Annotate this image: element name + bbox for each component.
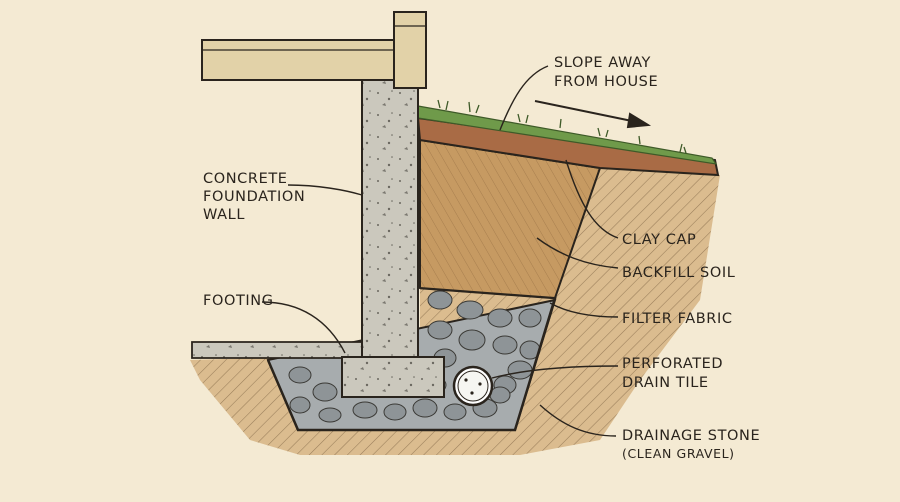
foundation-wall (361, 79, 419, 359)
footing (341, 356, 445, 398)
floor-joist (201, 39, 419, 81)
leader-lines (261, 65, 619, 437)
label-foundation-line-2: FOUNDATION (203, 189, 305, 205)
label-drain-tile-line-1: PERFORATED (622, 356, 723, 372)
label-foundation-line-3: WALL (203, 207, 245, 223)
label-clay-cap: CLAY CAP (622, 232, 696, 248)
label-backfill-soil: BACKFILL SOIL (622, 265, 735, 281)
label-drainage-stone-note: (CLEAN GRAVEL) (622, 446, 735, 461)
label-slope-line-2: FROM HOUSE (554, 74, 658, 90)
label-foundation-line-1: CONCRETE (203, 171, 288, 187)
label-footing: FOOTING (203, 293, 274, 309)
label-filter-fabric: FILTER FABRIC (622, 311, 733, 327)
label-drain-tile-line-2: DRAIN TILE (622, 375, 709, 391)
wall-stud (393, 11, 427, 89)
grass-tufts (437, 99, 687, 154)
label-slope-line-1: SLOPE AWAY (554, 55, 651, 71)
slope-direction-arrow (534, 100, 652, 129)
label-drainage-stone: DRAINAGE STONE (622, 428, 760, 444)
floor-slab (191, 341, 363, 359)
drain-tile (452, 365, 494, 407)
gravel-stones (288, 290, 542, 423)
